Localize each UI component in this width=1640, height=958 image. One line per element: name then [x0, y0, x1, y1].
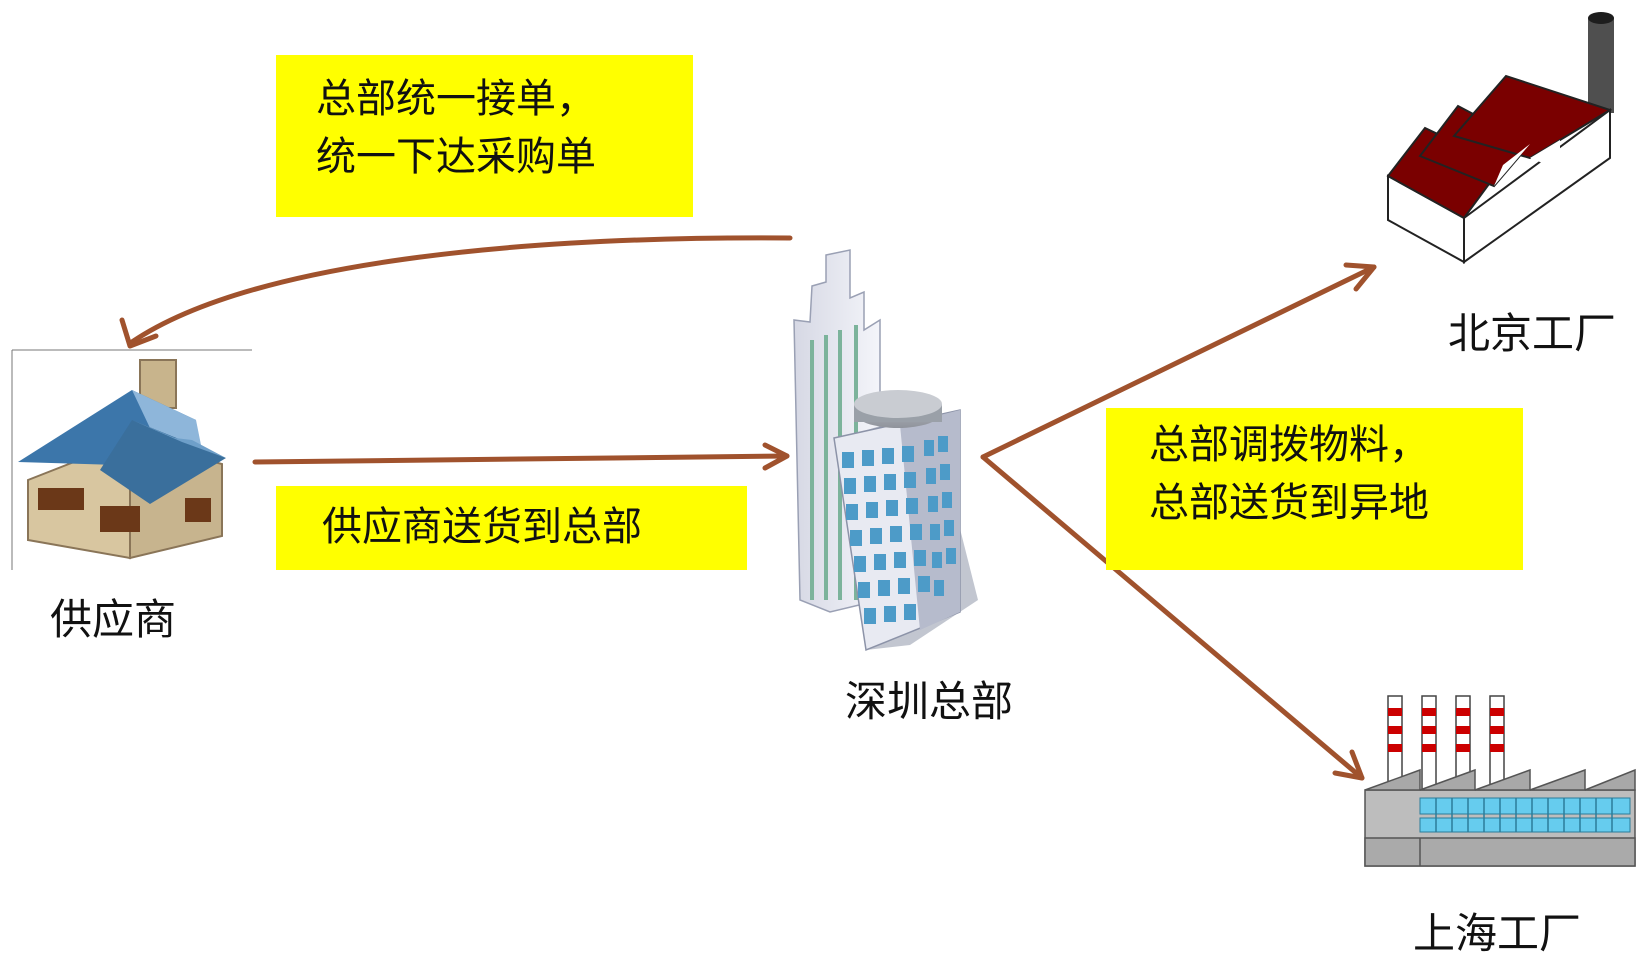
arrow-hq-to-shanghai	[980, 454, 1365, 781]
factory-chimneys-icon	[1364, 695, 1636, 867]
arrow-hq-to-beijing	[980, 262, 1377, 460]
headquarters-label: 深圳总部	[845, 677, 1014, 726]
supplier-label: 供应商	[50, 595, 177, 644]
note-hq-transfer-line-2: 总部送货到异地	[1149, 480, 1429, 526]
note-supplier-ship-text: 供应商送货到总部	[322, 504, 642, 550]
note-hq-order-line-1: 总部统一接单，	[316, 76, 596, 122]
arrow-hq-to-supplier	[119, 235, 793, 349]
arrow-supplier-to-hq	[252, 442, 790, 471]
note-hq-order-line-2: 统一下达采购单	[316, 134, 596, 180]
warehouse-house-icon	[11, 349, 252, 570]
note-hq-transfer-line-1: 总部调拨物料，	[1149, 422, 1429, 468]
note-hq-order: 总部统一接单， 统一下达采购单	[276, 55, 693, 217]
beijing-factory-label: 北京工厂	[1448, 309, 1617, 358]
note-hq-transfer: 总部调拨物料， 总部送货到异地	[1106, 408, 1523, 570]
office-tower-icon	[793, 249, 978, 652]
shanghai-factory-label: 上海工厂	[1413, 909, 1582, 958]
factory-sawtooth-roof-icon	[1386, 12, 1614, 264]
note-supplier-ship: 供应商送货到总部	[276, 486, 747, 570]
